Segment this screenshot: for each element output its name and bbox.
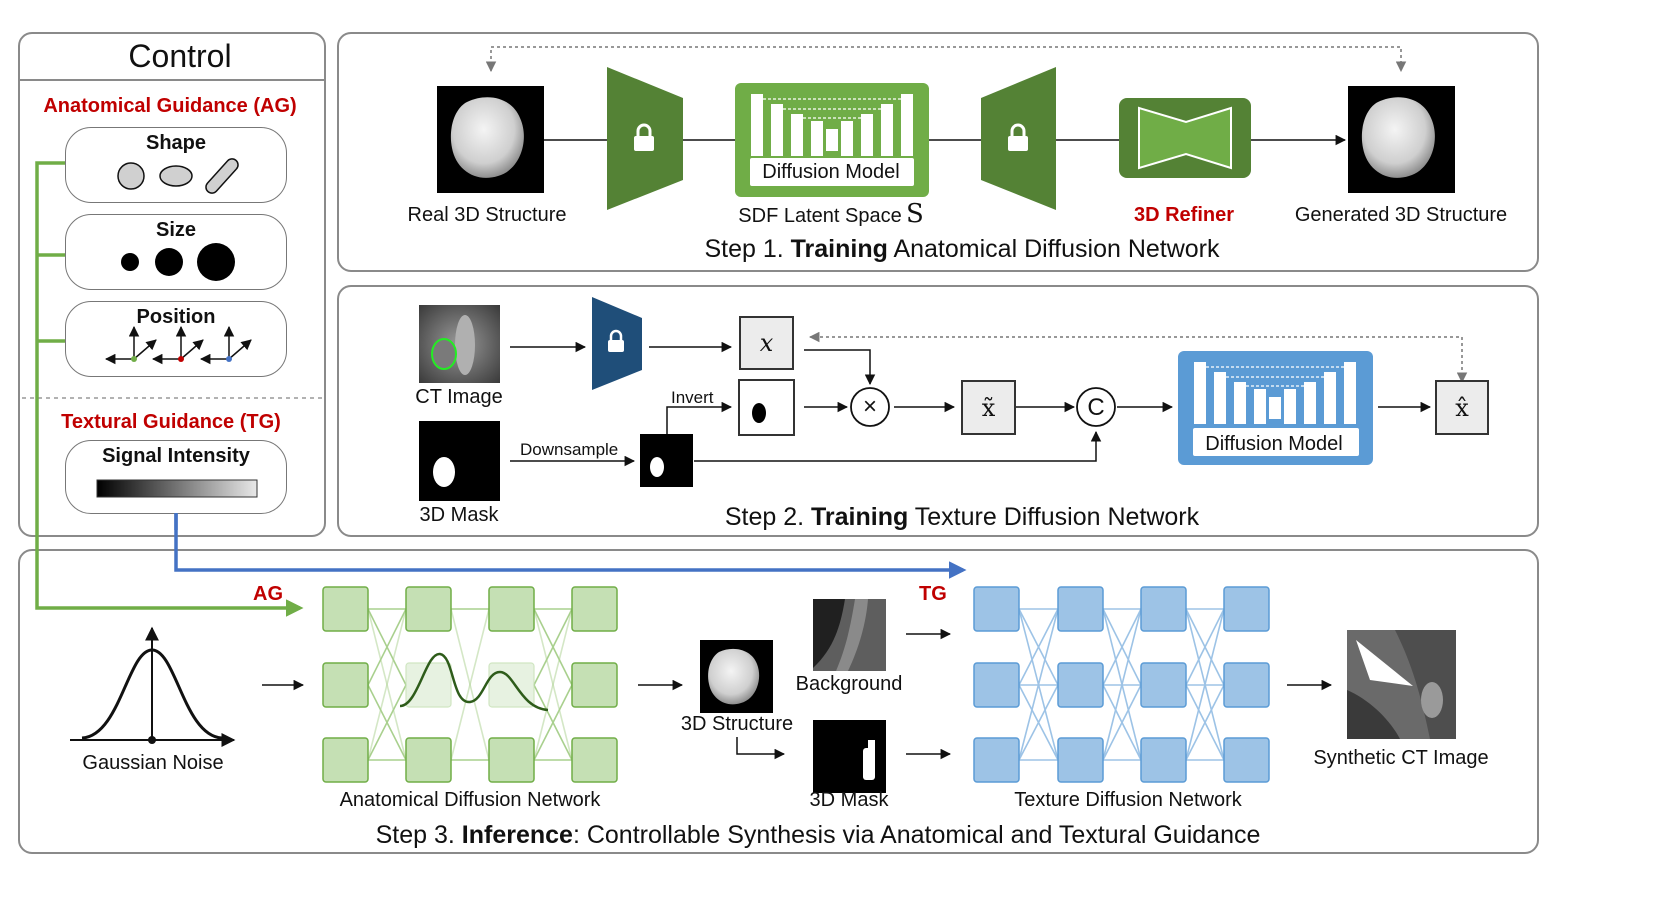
shape-control[interactable]: Shape (65, 127, 287, 203)
ct-image-label: CT Image (415, 386, 503, 408)
ag-tag: AG (253, 583, 283, 605)
shape-label: Shape (145, 132, 207, 154)
position-label: Position (136, 306, 216, 328)
mask-image-step3 (813, 720, 886, 793)
refiner-label: 3D Refiner (1133, 204, 1235, 226)
texture-network-label: Texture Diffusion Network (1014, 789, 1242, 811)
diffusion-model-blue-label: Diffusion Model (1205, 433, 1343, 455)
mask-label-step3: 3D Mask (809, 789, 889, 811)
sdf-latent-label: SDF Latent Space (738, 205, 902, 227)
invert-label: Invert (671, 388, 714, 407)
mask-image (419, 421, 500, 501)
step1-caption: Step 1. Training Anatomical Diffusion Ne… (704, 235, 1220, 263)
structure-label: 3D Structure (680, 713, 794, 735)
sdf-symbol: S (906, 199, 924, 229)
texture-edges (1018, 608, 1225, 761)
anatomical-edges (367, 608, 573, 761)
signal-label: Signal Intensity (102, 445, 250, 467)
step2-caption: Step 2. Training Texture Diffusion Netwo… (724, 503, 1200, 531)
concat-symbol: C (1087, 394, 1105, 421)
inverted-mask (738, 379, 795, 436)
x-box: x (739, 316, 794, 370)
step3-panel (18, 549, 1539, 854)
step3-caption: Step 3. Inference: Controllable Synthesi… (375, 821, 1261, 849)
background-label: Background (795, 673, 903, 695)
lock-icon (634, 123, 654, 151)
gaussian-noise-label: Gaussian Noise (82, 752, 224, 774)
lock-icon (608, 329, 624, 352)
diffusion-model-label: Diffusion Model (762, 161, 900, 183)
ag-heading: Anatomical Guidance (AG) (43, 95, 297, 117)
gaussian-curve (70, 626, 236, 747)
texture-nodes (973, 586, 1270, 783)
synthetic-ct-label: Synthetic CT Image (1313, 747, 1489, 769)
anatomical-nodes (322, 586, 618, 783)
tg-tag: TG (919, 583, 947, 605)
x-tilde-box: x̃ (961, 380, 1016, 435)
downsample-label: Downsample (520, 440, 619, 459)
control-title: Control (128, 38, 232, 74)
size-control[interactable]: Size (65, 214, 287, 290)
generated-structure-label: Generated 3D Structure (1294, 204, 1508, 226)
size-label: Size (155, 219, 197, 241)
refiner-shape (1138, 106, 1232, 170)
x-hat-box: x̂ (1435, 380, 1489, 435)
pointer-arrow (1356, 640, 1413, 686)
lock-icon (1008, 123, 1028, 151)
multiply-symbol: × (862, 393, 878, 420)
anatomical-network-label: Anatomical Diffusion Network (339, 789, 601, 811)
real-structure-label: Real 3D Structure (407, 204, 567, 226)
position-control[interactable]: Position (65, 301, 287, 377)
signal-control[interactable]: Signal Intensity (65, 440, 287, 514)
downsampled-mask (640, 434, 693, 487)
distribution-curve (399, 652, 549, 712)
mask-label: 3D Mask (419, 504, 499, 526)
tg-heading: Textural Guidance (TG) (61, 411, 281, 433)
